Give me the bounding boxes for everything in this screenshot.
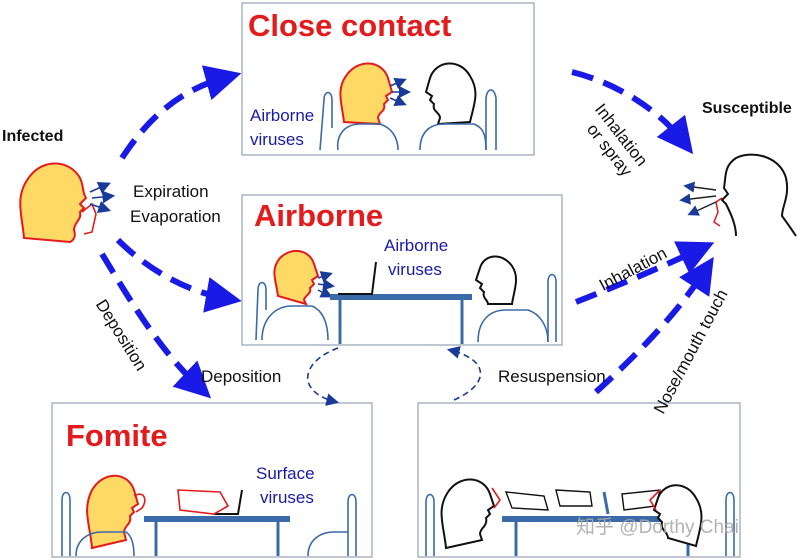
airborne-scene — [255, 249, 557, 344]
arrow-infected-to-fomite — [99, 252, 212, 399]
airborne-note-line2: viruses — [388, 260, 442, 279]
fomite-note: Surface viruses — [256, 462, 315, 510]
arrow-airborne-to-fomite — [306, 347, 340, 406]
arrow-infected-to-airborne — [115, 237, 242, 313]
close-contact-title: Close contact — [248, 8, 452, 43]
airborne-note: Airborne viruses — [384, 234, 448, 282]
susceptible-label: Susceptible — [702, 100, 792, 117]
arrow-infected-to-close-contact — [119, 65, 242, 160]
expiration-label: Expiration — [133, 182, 209, 201]
fomite-title: Fomite — [66, 418, 168, 453]
close-contact-scene — [319, 62, 497, 151]
infected-head-icon — [19, 162, 116, 244]
fomite-scene — [61, 474, 357, 557]
susceptible-head-icon — [679, 153, 797, 237]
arrow-airborne-to-susceptible — [574, 241, 715, 305]
watermark: 知乎 @Dorthy Chai — [576, 517, 739, 538]
arrow-resuspension-to-airborne — [446, 346, 482, 401]
arrow-resuspension-to-susceptible — [593, 256, 714, 395]
resuspension-scene — [425, 478, 735, 556]
deposition-mid-label: Deposition — [201, 367, 282, 386]
airborne-note-line1: Airborne — [384, 236, 449, 255]
arrow-close-contact-to-susceptible — [571, 69, 694, 155]
close-contact-note: Airborne viruses — [250, 104, 314, 152]
fomite-note-line2: viruses — [260, 488, 314, 507]
resuspension-label: Resuspension — [498, 367, 606, 386]
close-contact-note-line2: viruses — [250, 130, 304, 149]
close-contact-note-line1: Airborne — [250, 106, 315, 125]
fomite-note-line1: Surface — [256, 464, 315, 483]
evaporation-label: Evaporation — [130, 207, 221, 226]
airborne-title: Airborne — [254, 198, 384, 233]
infected-label: Infected — [2, 128, 64, 145]
